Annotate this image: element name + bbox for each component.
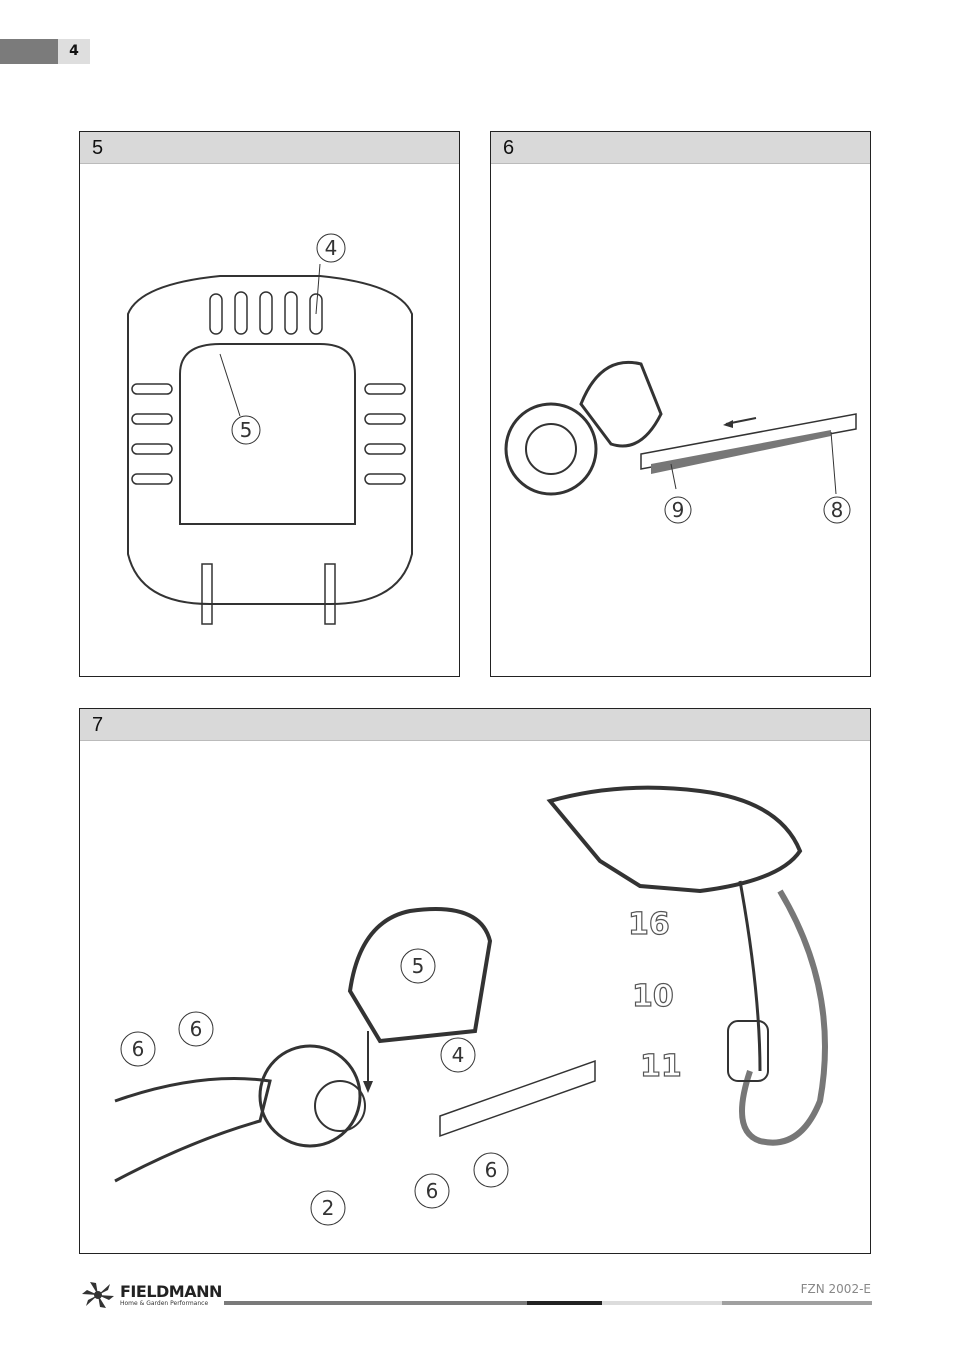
callout-6: 6 bbox=[190, 1017, 203, 1041]
callout-16: 16 bbox=[628, 907, 670, 942]
callout-6: 6 bbox=[426, 1179, 439, 1203]
footer-bar-segment bbox=[527, 1301, 602, 1305]
blade-guard-illustration: 9 8 bbox=[504, 360, 857, 524]
callout-5: 5 bbox=[240, 418, 253, 442]
callout-9: 9 bbox=[672, 498, 685, 522]
footer-bar-segment bbox=[602, 1301, 722, 1305]
brand-name: FIELDMANN bbox=[120, 1282, 222, 1301]
footer-bar-segment bbox=[722, 1301, 872, 1305]
callout-10: 10 bbox=[632, 979, 674, 1014]
figure-panel-5: 5 4 5 bbox=[79, 131, 460, 677]
page-number: 4 bbox=[58, 39, 90, 64]
callout-5: 5 bbox=[412, 954, 425, 978]
footer-bar-segment bbox=[224, 1301, 527, 1305]
callout-2: 2 bbox=[322, 1196, 335, 1220]
callout-8: 8 bbox=[831, 498, 844, 522]
callout-4: 4 bbox=[452, 1043, 465, 1067]
figure-panel-6: 6 9 8 bbox=[490, 131, 871, 677]
page-tab-bar bbox=[0, 39, 58, 64]
panel-label: 6 bbox=[491, 132, 870, 164]
model-number: FZN 2002-E bbox=[800, 1282, 871, 1296]
panel-label: 5 bbox=[80, 132, 459, 164]
callout-6: 6 bbox=[485, 1158, 498, 1182]
figure-panel-7: 7 6 6 5 4 2 6 6 16 10 11 bbox=[79, 708, 871, 1254]
assembly-illustration: 6 6 5 4 2 6 6 16 10 11 bbox=[114, 785, 828, 1226]
panel-label: 7 bbox=[80, 709, 870, 741]
callout-4: 4 bbox=[325, 236, 338, 260]
handle-front-illustration: 4 5 bbox=[127, 233, 413, 625]
callout-11: 11 bbox=[640, 1049, 682, 1084]
fieldmann-logo-icon bbox=[82, 1282, 114, 1308]
callout-6: 6 bbox=[132, 1037, 145, 1061]
brand-tagline: Home & Garden Performance bbox=[120, 1300, 209, 1307]
